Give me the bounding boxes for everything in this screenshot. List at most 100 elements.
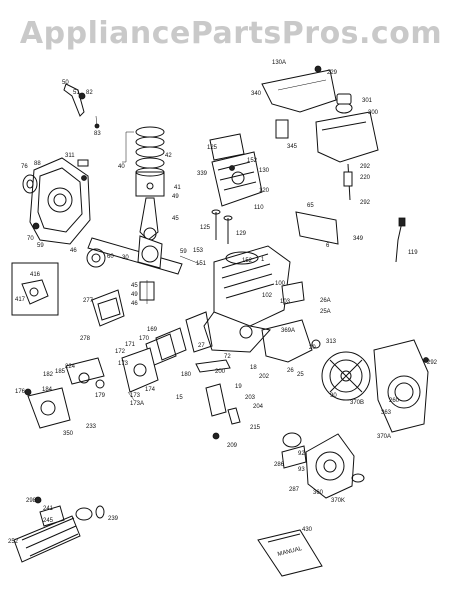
fuel-tank[interactable] [315,102,379,163]
callout-c-360[interactable]: 360 [313,490,324,496]
owners-manual[interactable] [257,529,323,577]
flywheel[interactable] [321,351,371,401]
callout-c-27[interactable]: 27 [198,343,205,349]
crankcase-cover[interactable] [29,157,91,245]
callout-c-416[interactable]: 416 [30,272,41,278]
spark-plug-wire[interactable] [395,217,406,263]
callout-c-229[interactable]: 229 [327,70,338,76]
carburetor[interactable] [121,347,159,401]
callout-c-363[interactable]: 363 [381,410,392,416]
callout-c-153[interactable]: 153 [193,248,204,254]
callout-c-292b[interactable]: 292 [360,200,371,206]
callout-c-60[interactable]: 60 [107,254,114,260]
dipstick-tube[interactable] [77,159,89,167]
callout-c-171[interactable]: 171 [125,342,136,348]
oil-seal[interactable] [22,174,38,194]
callout-c-340[interactable]: 340 [251,91,262,97]
callout-c-120[interactable]: 120 [259,188,270,194]
callout-c-287[interactable]: 287 [289,487,300,493]
callout-c-169[interactable]: 169 [147,327,158,333]
screw-229[interactable] [314,65,322,73]
blower-housing[interactable] [373,339,429,433]
callout-c-203[interactable]: 203 [245,395,256,401]
piston[interactable] [135,167,165,197]
callout-c-76[interactable]: 76 [21,164,28,170]
air-cleaner-cover[interactable] [91,289,125,327]
callout-c-239[interactable]: 239 [108,516,119,522]
callout-c-292[interactable]: 292 [360,164,371,170]
fuel-bowl-assembly[interactable] [24,387,71,429]
muffler[interactable] [13,515,81,563]
timing-gear[interactable] [86,248,106,268]
callout-c-41[interactable]: 41 [174,185,181,191]
callout-c-349[interactable]: 349 [353,236,364,242]
callout-c-119[interactable]: 119 [408,250,418,256]
crankshaft[interactable] [87,235,201,275]
callout-c-110[interactable]: 110 [254,205,264,211]
callout-c-252[interactable]: 252 [8,539,19,545]
callout-c-241[interactable]: 241 [43,506,54,512]
flywheel-key-nut[interactable] [311,339,429,363]
callout-c-45b[interactable]: 45 [131,283,138,289]
callout-c-298[interactable]: 298 [26,498,37,504]
ignition-coil[interactable] [281,281,305,305]
callout-c-25[interactable]: 25 [297,372,304,378]
callout-c-174[interactable]: 174 [145,387,156,393]
callout-c-15[interactable]: 15 [176,395,183,401]
callout-c-215[interactable]: 215 [250,425,261,431]
callout-c-49b[interactable]: 49 [131,292,138,298]
callout-c-82[interactable]: 82 [86,90,93,96]
callout-c-184[interactable]: 184 [42,387,53,393]
callout-c-370K[interactable]: 370K [331,498,346,504]
callout-c-83[interactable]: 83 [94,131,101,137]
piston-rings[interactable] [122,126,165,169]
rewind-starter[interactable] [305,433,355,499]
callout-c-179[interactable]: 179 [95,393,106,399]
callout-c-345[interactable]: 345 [287,144,298,150]
callout-c-45[interactable]: 45 [172,216,179,222]
callout-c-49[interactable]: 49 [172,194,179,200]
callout-c-25A[interactable]: 25A [320,309,331,315]
callout-c-220[interactable]: 220 [360,175,371,181]
callout-c-286[interactable]: 286 [274,462,285,468]
callout-c-26[interactable]: 26 [287,368,294,374]
callout-c-224[interactable]: 224 [65,364,76,370]
callout-c-173[interactable]: 173 [118,361,129,367]
callout-c-90[interactable]: 90 [330,393,337,399]
governor-lever[interactable] [205,383,241,440]
callout-c-233[interactable]: 233 [86,424,97,430]
breather-cover[interactable] [295,211,339,245]
callout-c-200[interactable]: 200 [215,369,226,375]
callout-c-300[interactable]: 300 [368,110,379,116]
cylinder-head[interactable] [211,151,263,207]
callout-c-20[interactable]: 20 [309,345,316,351]
callout-c-301[interactable]: 301 [362,98,373,104]
callout-c-176[interactable]: 176 [15,389,26,395]
callout-c-173b[interactable]: 173 [130,393,141,399]
callout-c-350[interactable]: 350 [63,431,74,437]
callout-c-26A[interactable]: 26A [320,298,331,304]
callout-c-417[interactable]: 417 [15,297,26,303]
callout-c-72[interactable]: 72 [224,354,231,360]
callout-c-182[interactable]: 182 [43,372,54,378]
callout-c-130[interactable]: 130 [259,168,270,174]
callout-c-278[interactable]: 278 [80,336,91,342]
muffler-fittings[interactable] [34,496,105,527]
callout-c-46[interactable]: 46 [70,248,77,254]
callout-c-129[interactable]: 129 [236,231,247,237]
gasket-345[interactable] [275,119,289,139]
callout-c-100[interactable]: 100 [275,281,286,287]
callout-c-202[interactable]: 202 [259,374,270,380]
starter-cup[interactable] [281,432,307,469]
callout-c-430[interactable]: 430 [302,527,313,533]
callout-c-46b[interactable]: 46 [131,301,138,307]
callout-c-59[interactable]: 59 [37,243,44,249]
callout-c-59b[interactable]: 59 [180,249,187,255]
callout-c-1[interactable]: 1 [261,257,265,263]
callout-c-40[interactable]: 40 [118,164,125,170]
callout-c-311[interactable]: 311 [65,153,75,159]
governor-shaft[interactable] [63,83,100,129]
callout-c-172[interactable]: 172 [115,349,126,355]
callout-c-65[interactable]: 65 [307,203,314,209]
intake-elbow[interactable] [65,357,105,389]
